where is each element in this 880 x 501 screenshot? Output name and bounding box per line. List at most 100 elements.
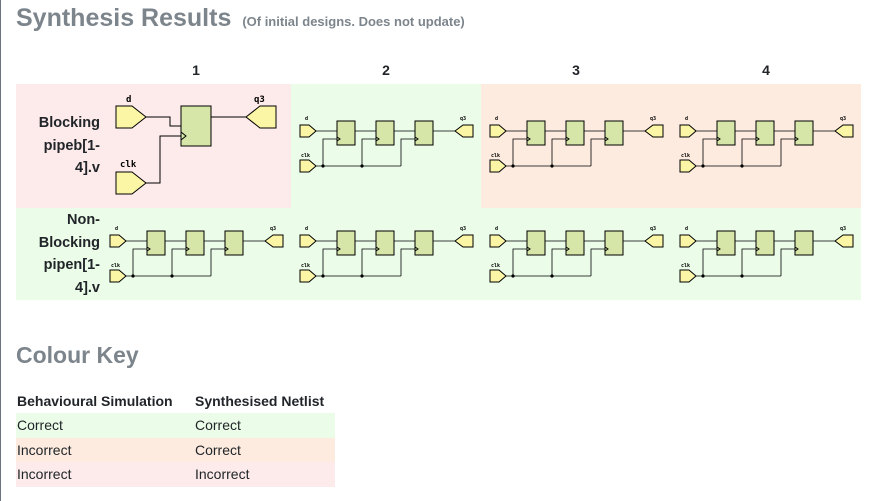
port-q3-icon: [245, 105, 277, 129]
port-q3-icon: [834, 234, 854, 248]
flipflop-icon: [755, 230, 775, 256]
row-label-nonblocking-line-3: pipen[1-: [43, 257, 100, 273]
port-label-clk: clk: [120, 160, 137, 170]
netlist-diagram-shift-register: d clk q3: [299, 226, 474, 283]
port-q3-icon: [644, 234, 664, 248]
flipflop-icon: [794, 120, 814, 146]
flipflop-icon: [185, 230, 205, 256]
colour-key-cell: Correct: [195, 417, 241, 434]
colour-key-cell: Incorrect: [17, 441, 72, 458]
port-clk-icon: [299, 159, 317, 173]
colour-key-cell: Incorrect: [195, 466, 250, 483]
port-label-clk: clk: [681, 153, 690, 159]
page-title: Synthesis Results (Of initial designs. D…: [16, 4, 465, 33]
port-q3-icon: [454, 234, 474, 248]
row-label-nonblocking: Non- Blocking pipen[1- 4].v: [10, 209, 100, 299]
column-header-4: 4: [762, 62, 770, 78]
port-clk-icon: [109, 269, 127, 283]
port-label-d: d: [115, 226, 118, 232]
colour-key-cell: Correct: [195, 441, 241, 458]
port-q3-icon: [454, 124, 474, 138]
port-label-clk: clk: [491, 153, 500, 159]
flipflop-icon: [414, 230, 434, 256]
port-clk-icon: [299, 269, 317, 283]
flipflop-icon: [414, 120, 434, 146]
port-q3-icon: [644, 124, 664, 138]
colour-key-table: Behavioural Simulation Synthesised Netli…: [16, 389, 335, 487]
port-d-icon: [489, 234, 507, 248]
port-label-clk: clk: [301, 263, 310, 269]
port-d-icon: [489, 124, 507, 138]
port-label-d: d: [126, 95, 131, 105]
port-d-icon: [299, 124, 317, 138]
colour-key-cell: Correct: [17, 417, 63, 434]
port-label-q3: q3: [270, 226, 276, 232]
port-d-icon: [109, 234, 127, 248]
flipflop-icon: [755, 120, 775, 146]
flipflop-icon: [794, 230, 814, 256]
colour-key-cell: Incorrect: [17, 466, 72, 483]
port-label-d: d: [495, 116, 498, 122]
flipflop-icon: [526, 230, 546, 256]
port-clk-icon: [489, 159, 507, 173]
port-q3-icon: [834, 124, 854, 138]
flipflop-icon: [336, 120, 356, 146]
row-label-nonblocking-line-4: 4].v: [75, 279, 100, 296]
port-label-q3: q3: [460, 116, 466, 122]
flipflop-icon: [604, 230, 624, 256]
flipflop-icon: [716, 120, 736, 146]
row-label-blocking-line-1: Blocking: [38, 115, 100, 131]
port-d-icon: [679, 234, 697, 248]
colour-key-row-incorrect-correct: Incorrect Correct: [16, 437, 335, 462]
flipflop-icon: [180, 105, 212, 147]
colour-key-title: Colour Key: [16, 342, 139, 368]
netlist-diagram-single-flop: d q3 clk: [115, 95, 277, 195]
row-label-nonblocking-line-1: Non-: [66, 212, 100, 228]
flipflop-icon: [565, 230, 585, 256]
netlist-diagram-shift-register: d clk q3: [489, 116, 664, 173]
colour-key-header-behavioural: Behavioural Simulation: [17, 393, 173, 409]
port-label-q3: q3: [840, 116, 846, 122]
port-label-q3: q3: [254, 95, 265, 105]
colour-key-header-netlist: Synthesised Netlist: [195, 393, 325, 409]
page-left-border: [0, 0, 1, 501]
flipflop-icon: [375, 230, 395, 256]
row-label-nonblocking-line-2: Blocking: [38, 234, 100, 251]
flipflop-icon: [526, 120, 546, 146]
port-d-icon: [299, 234, 317, 248]
colour-key-row-correct-correct: Correct Correct: [16, 413, 335, 438]
colour-key-row-incorrect-incorrect: Incorrect Incorrect: [16, 462, 335, 487]
row-label-blocking: Blocking pipeb[1- 4].v: [10, 112, 100, 180]
port-label-clk: clk: [301, 153, 310, 159]
port-label-clk: clk: [491, 263, 500, 269]
flipflop-icon: [375, 120, 395, 146]
port-clk-icon: [489, 269, 507, 283]
port-label-d: d: [495, 226, 498, 232]
port-label-d: d: [305, 116, 308, 122]
port-clk-icon: [115, 171, 147, 195]
row-label-blocking-line-3: 4].v: [75, 160, 100, 176]
flipflop-icon: [604, 120, 624, 146]
column-header-1: 1: [192, 62, 200, 78]
colour-key-header-row: Behavioural Simulation Synthesised Netli…: [16, 389, 335, 413]
port-label-d: d: [305, 226, 308, 232]
port-clk-icon: [679, 269, 697, 283]
port-label-clk: clk: [681, 263, 690, 269]
port-clk-icon: [679, 159, 697, 173]
flipflop-icon: [224, 230, 244, 256]
row-1-label-cell-bg: [16, 84, 291, 208]
netlist-diagram-shift-register: d clk q3: [679, 116, 854, 173]
port-label-d: d: [685, 116, 688, 122]
flipflop-icon: [336, 230, 356, 256]
port-d-icon: [115, 105, 147, 129]
column-header-2: 2: [382, 62, 390, 78]
port-label-d: d: [685, 226, 688, 232]
page-title-text: Synthesis Results: [16, 4, 232, 32]
row-label-blocking-line-2: pipeb[1-: [43, 137, 100, 154]
port-label-q3: q3: [460, 226, 466, 232]
port-d-icon: [679, 124, 697, 138]
port-label-q3: q3: [650, 116, 656, 122]
